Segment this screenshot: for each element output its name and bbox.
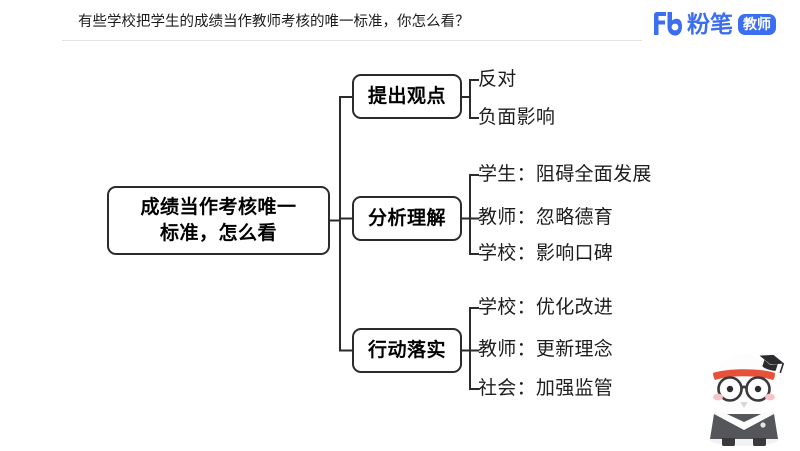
branch-node-3[interactable]: 行动落实 [352, 328, 462, 373]
fenbi-fb-mark-icon [652, 11, 682, 37]
fenbi-teacher-logo: 粉笔 教师 [652, 9, 776, 39]
header-bar: 有些学校把学生的成绩当作教师考核的唯一标准，你怎么看？ [0, 0, 800, 46]
leaf-item[interactable]: 教师：忽略德育 [478, 207, 614, 228]
leaf-item[interactable]: 学校：优化改进 [478, 297, 614, 318]
header-divider [62, 40, 642, 41]
leaf-item[interactable]: 负面影响 [478, 107, 556, 128]
graduate-owl-mascot-icon [694, 342, 794, 447]
leaf-item[interactable]: 社会：加强监管 [478, 378, 614, 399]
leaf-item[interactable]: 学校：影响口碑 [478, 243, 614, 264]
root-node-line-2: 标准，怎么看 [159, 222, 277, 244]
logo-badge-teacher: 教师 [738, 13, 776, 35]
branch-node-1[interactable]: 提出观点 [352, 74, 462, 119]
leaf-item[interactable]: 反对 [478, 69, 517, 90]
leaf-item[interactable]: 教师：更新理念 [478, 339, 614, 360]
leaf-item[interactable]: 学生：阻碍全面发展 [478, 164, 652, 185]
root-node-line-1: 成绩当作考核唯一 [140, 196, 297, 218]
logo-wordmark: 粉笔 [687, 11, 733, 37]
question-title: 有些学校把学生的成绩当作教师考核的唯一标准，你怎么看？ [78, 14, 470, 30]
branch-node-2[interactable]: 分析理解 [352, 196, 462, 241]
root-node[interactable]: 成绩当作考核唯一 标准，怎么看 [107, 186, 330, 255]
